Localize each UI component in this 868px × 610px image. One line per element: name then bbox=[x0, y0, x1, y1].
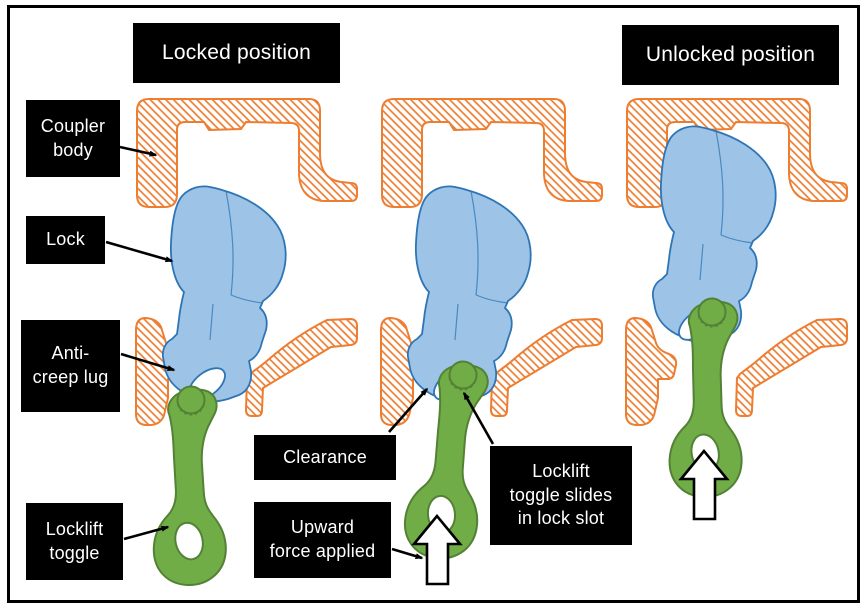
lock-arrow bbox=[105, 240, 174, 263]
coupler-body-shape bbox=[381, 98, 603, 208]
label-line: Lock bbox=[46, 229, 85, 250]
clearance-arrow bbox=[388, 387, 428, 433]
label-line: toggle slides bbox=[509, 484, 613, 505]
label-line: creep lug bbox=[32, 367, 109, 387]
label-toggle-slides: Locklift toggle slides in lock slot bbox=[490, 446, 632, 545]
label-line: Clearance bbox=[283, 446, 367, 467]
coupler-body-shape bbox=[136, 98, 358, 208]
title-locked-position: Locked position bbox=[133, 23, 340, 83]
guard-arm-shape bbox=[735, 318, 848, 417]
title-locked-text: Locked position bbox=[162, 41, 311, 65]
label-line: body bbox=[53, 139, 93, 160]
label-clearance: Clearance bbox=[254, 435, 396, 480]
label-lock: Lock bbox=[26, 216, 105, 264]
title-unlocked-position: Unlocked position bbox=[622, 25, 839, 85]
anti-creep-lug-shape bbox=[625, 317, 678, 426]
locklift-toggle-arrow bbox=[123, 525, 170, 541]
upward-force-arrow bbox=[391, 547, 424, 560]
toggle-slides-arrow bbox=[462, 391, 495, 445]
label-line: Anti- bbox=[51, 343, 90, 364]
title-unlocked-text: Unlocked position bbox=[645, 43, 816, 67]
label-line: Upward bbox=[290, 517, 355, 538]
label-locklift-toggle: Locklift toggle bbox=[26, 503, 123, 580]
label-line: Locklift bbox=[532, 460, 590, 481]
label-line: force applied bbox=[269, 541, 376, 561]
label-line: in lock slot bbox=[517, 508, 605, 529]
label-line: toggle bbox=[49, 542, 100, 563]
anti-creep-lug-arrow bbox=[120, 352, 176, 372]
label-upward-force: Upward force applied bbox=[254, 502, 391, 578]
label-line: Coupler bbox=[40, 115, 106, 136]
label-coupler-body: Coupler body bbox=[26, 100, 120, 177]
label-line: Locklift bbox=[45, 518, 104, 539]
label-anti-creep-lug: Anti- creep lug bbox=[21, 320, 120, 412]
label-connector-arrows bbox=[105, 145, 495, 560]
coupler-body-arrow bbox=[119, 145, 158, 157]
panel-unlocked bbox=[625, 98, 848, 521]
